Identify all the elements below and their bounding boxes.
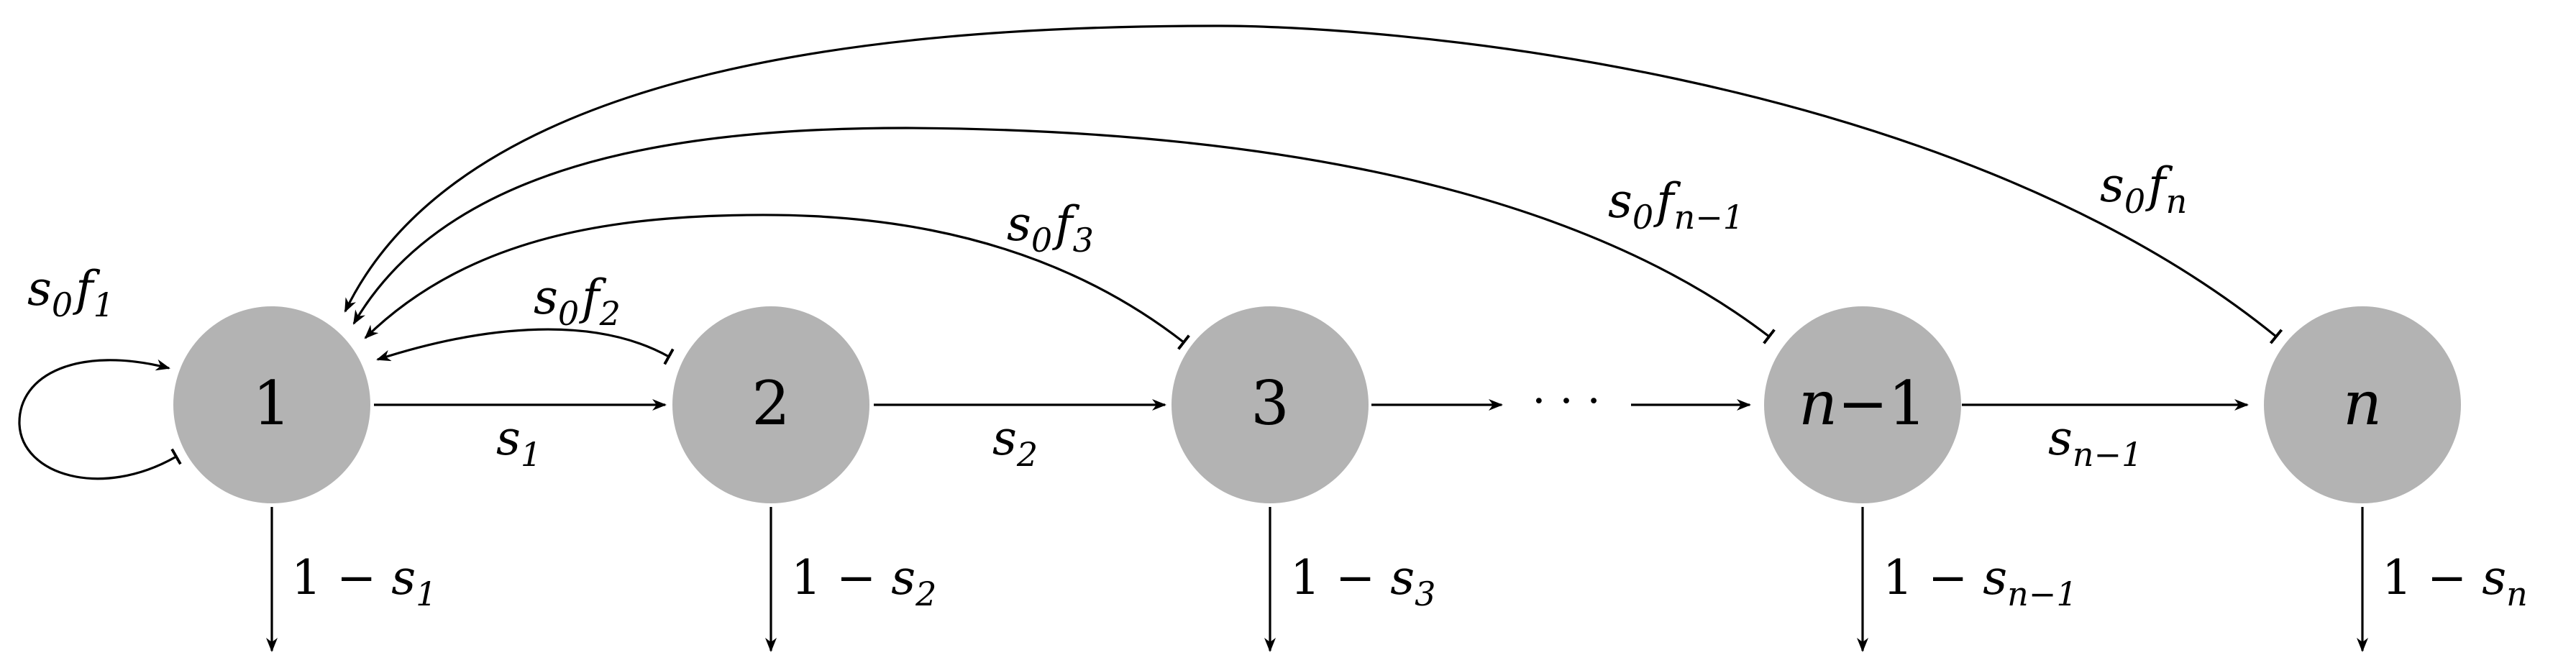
label-1-minus-s3: 1 − s3	[1290, 550, 1435, 613]
ellipsis: · · ·	[1532, 376, 1600, 426]
label-s0-f1: s0f1	[27, 261, 114, 324]
label-s0-f-n-minus-1: s0fn−1	[1608, 173, 1744, 237]
label-s1: s1	[496, 411, 542, 474]
feedback-arc-n-minus-1	[352, 127, 1776, 344]
label-1-minus-s2: 1 − s2	[791, 550, 936, 613]
feedback-arc-2	[376, 328, 675, 365]
label-1-minus-s-n: 1 − sn	[2382, 550, 2528, 613]
label-s0-f-n: s0fn	[2100, 157, 2187, 221]
feedback-arc-3	[364, 214, 1190, 350]
state-node-2-label: 2	[752, 368, 790, 439]
self-loop-1	[18, 359, 182, 480]
label-s-n-minus-1: sn−1	[2048, 411, 2142, 474]
state-node-n-label: n	[2343, 368, 2382, 439]
state-node-n-minus-1: n−1	[1764, 306, 1961, 503]
state-node-1-label: 1	[252, 368, 291, 439]
state-node-3-label: 3	[1251, 368, 1289, 439]
state-node-n-minus-1-label: n−1	[1799, 368, 1927, 439]
label-1-minus-s1: 1 − s1	[291, 550, 437, 613]
label-s0-f2: s0f2	[534, 270, 621, 333]
label-s2: s2	[992, 411, 1038, 474]
state-node-1: 1	[173, 306, 370, 503]
label-1-minus-s-n-minus-1: 1 − sn−1	[1883, 550, 2078, 613]
feedback-arc-n	[344, 24, 2283, 344]
state-node-3: 3	[1171, 306, 1369, 503]
label-s0-f3: s0f3	[1007, 196, 1094, 260]
state-node-n: n	[2264, 306, 2461, 503]
state-node-2: 2	[672, 306, 869, 503]
